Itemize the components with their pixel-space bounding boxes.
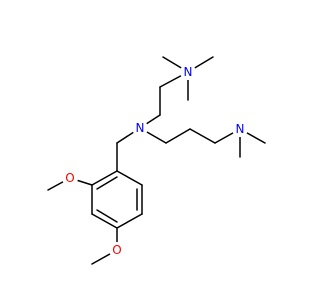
bond bbox=[116, 170, 143, 186]
bond bbox=[116, 213, 143, 229]
bond bbox=[165, 128, 191, 144]
atom-n-center-background bbox=[132, 120, 148, 136]
atom-labels: N N N O O bbox=[62, 64, 248, 258]
atom-n-center: N bbox=[132, 120, 148, 136]
bonds bbox=[47, 56, 266, 265]
atom-o-left-label: O bbox=[65, 171, 74, 185]
bond bbox=[96, 209, 118, 223]
chemical-structure-diagram: N N N O O bbox=[47, 56, 266, 265]
atom-n-right-background bbox=[232, 121, 248, 137]
bond bbox=[91, 213, 118, 229]
bond bbox=[189, 128, 216, 144]
bond bbox=[96, 176, 118, 190]
atom-n-right-label: N bbox=[236, 122, 245, 136]
atom-o-bottom-label: O bbox=[112, 243, 121, 257]
atom-n-top-background bbox=[180, 64, 196, 80]
atom-n-center-label: N bbox=[136, 121, 145, 135]
bond bbox=[91, 170, 118, 186]
atom-o-left-background bbox=[62, 170, 78, 186]
atom-o-bottom: O bbox=[109, 242, 125, 258]
atom-n-top: N bbox=[180, 64, 196, 80]
atom-o-left: O bbox=[62, 170, 78, 186]
atom-o-bottom-background bbox=[109, 242, 125, 258]
atom-n-right: N bbox=[232, 121, 248, 137]
atom-n-top-label: N bbox=[184, 65, 193, 79]
